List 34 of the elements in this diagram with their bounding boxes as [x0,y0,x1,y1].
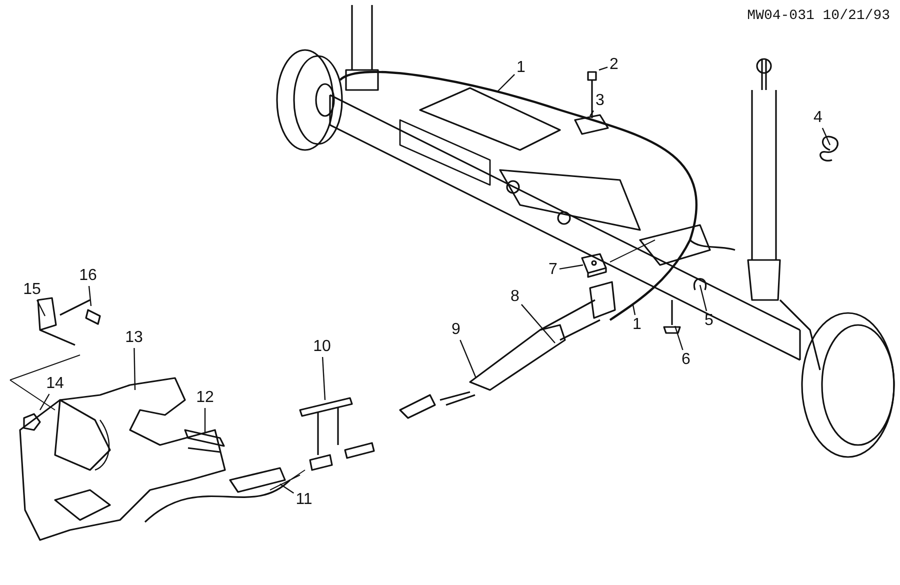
leader-line [204,408,206,432]
callout-number: 16 [79,267,97,285]
leader-line [559,264,584,270]
callout-number: 10 [313,338,331,356]
leader-line [521,304,556,344]
leader-line [39,394,50,410]
callout-number: 15 [23,281,41,299]
callout-number: 9 [452,321,460,339]
callout-number: 4 [814,109,822,127]
callout-number: 6 [682,351,690,369]
callout-number: 13 [125,329,143,347]
callout-number: 1 [516,59,526,77]
leader-line [822,128,831,146]
leader-line [598,66,608,71]
callout-number: 1 [632,316,642,334]
callout-number: 8 [510,288,520,306]
leader-line [460,340,477,378]
leader-line [496,74,515,92]
leader-line [280,484,294,494]
drawing-number: MW04-031 10/21/93 [747,8,890,24]
leader-line [134,348,136,390]
callout-number: 2 [610,56,618,74]
leader-line [590,110,594,116]
leader-line [322,356,326,400]
callout-number: 14 [46,375,64,393]
leader-line [88,286,92,306]
leader-line [674,326,684,350]
callout-number: 11 [296,491,312,509]
callout-number: 3 [596,92,604,110]
leader-line [632,304,636,316]
callout-number: 12 [196,389,214,407]
callout-number: 7 [548,261,558,279]
leader-line [699,284,708,312]
leader-line [36,300,46,316]
